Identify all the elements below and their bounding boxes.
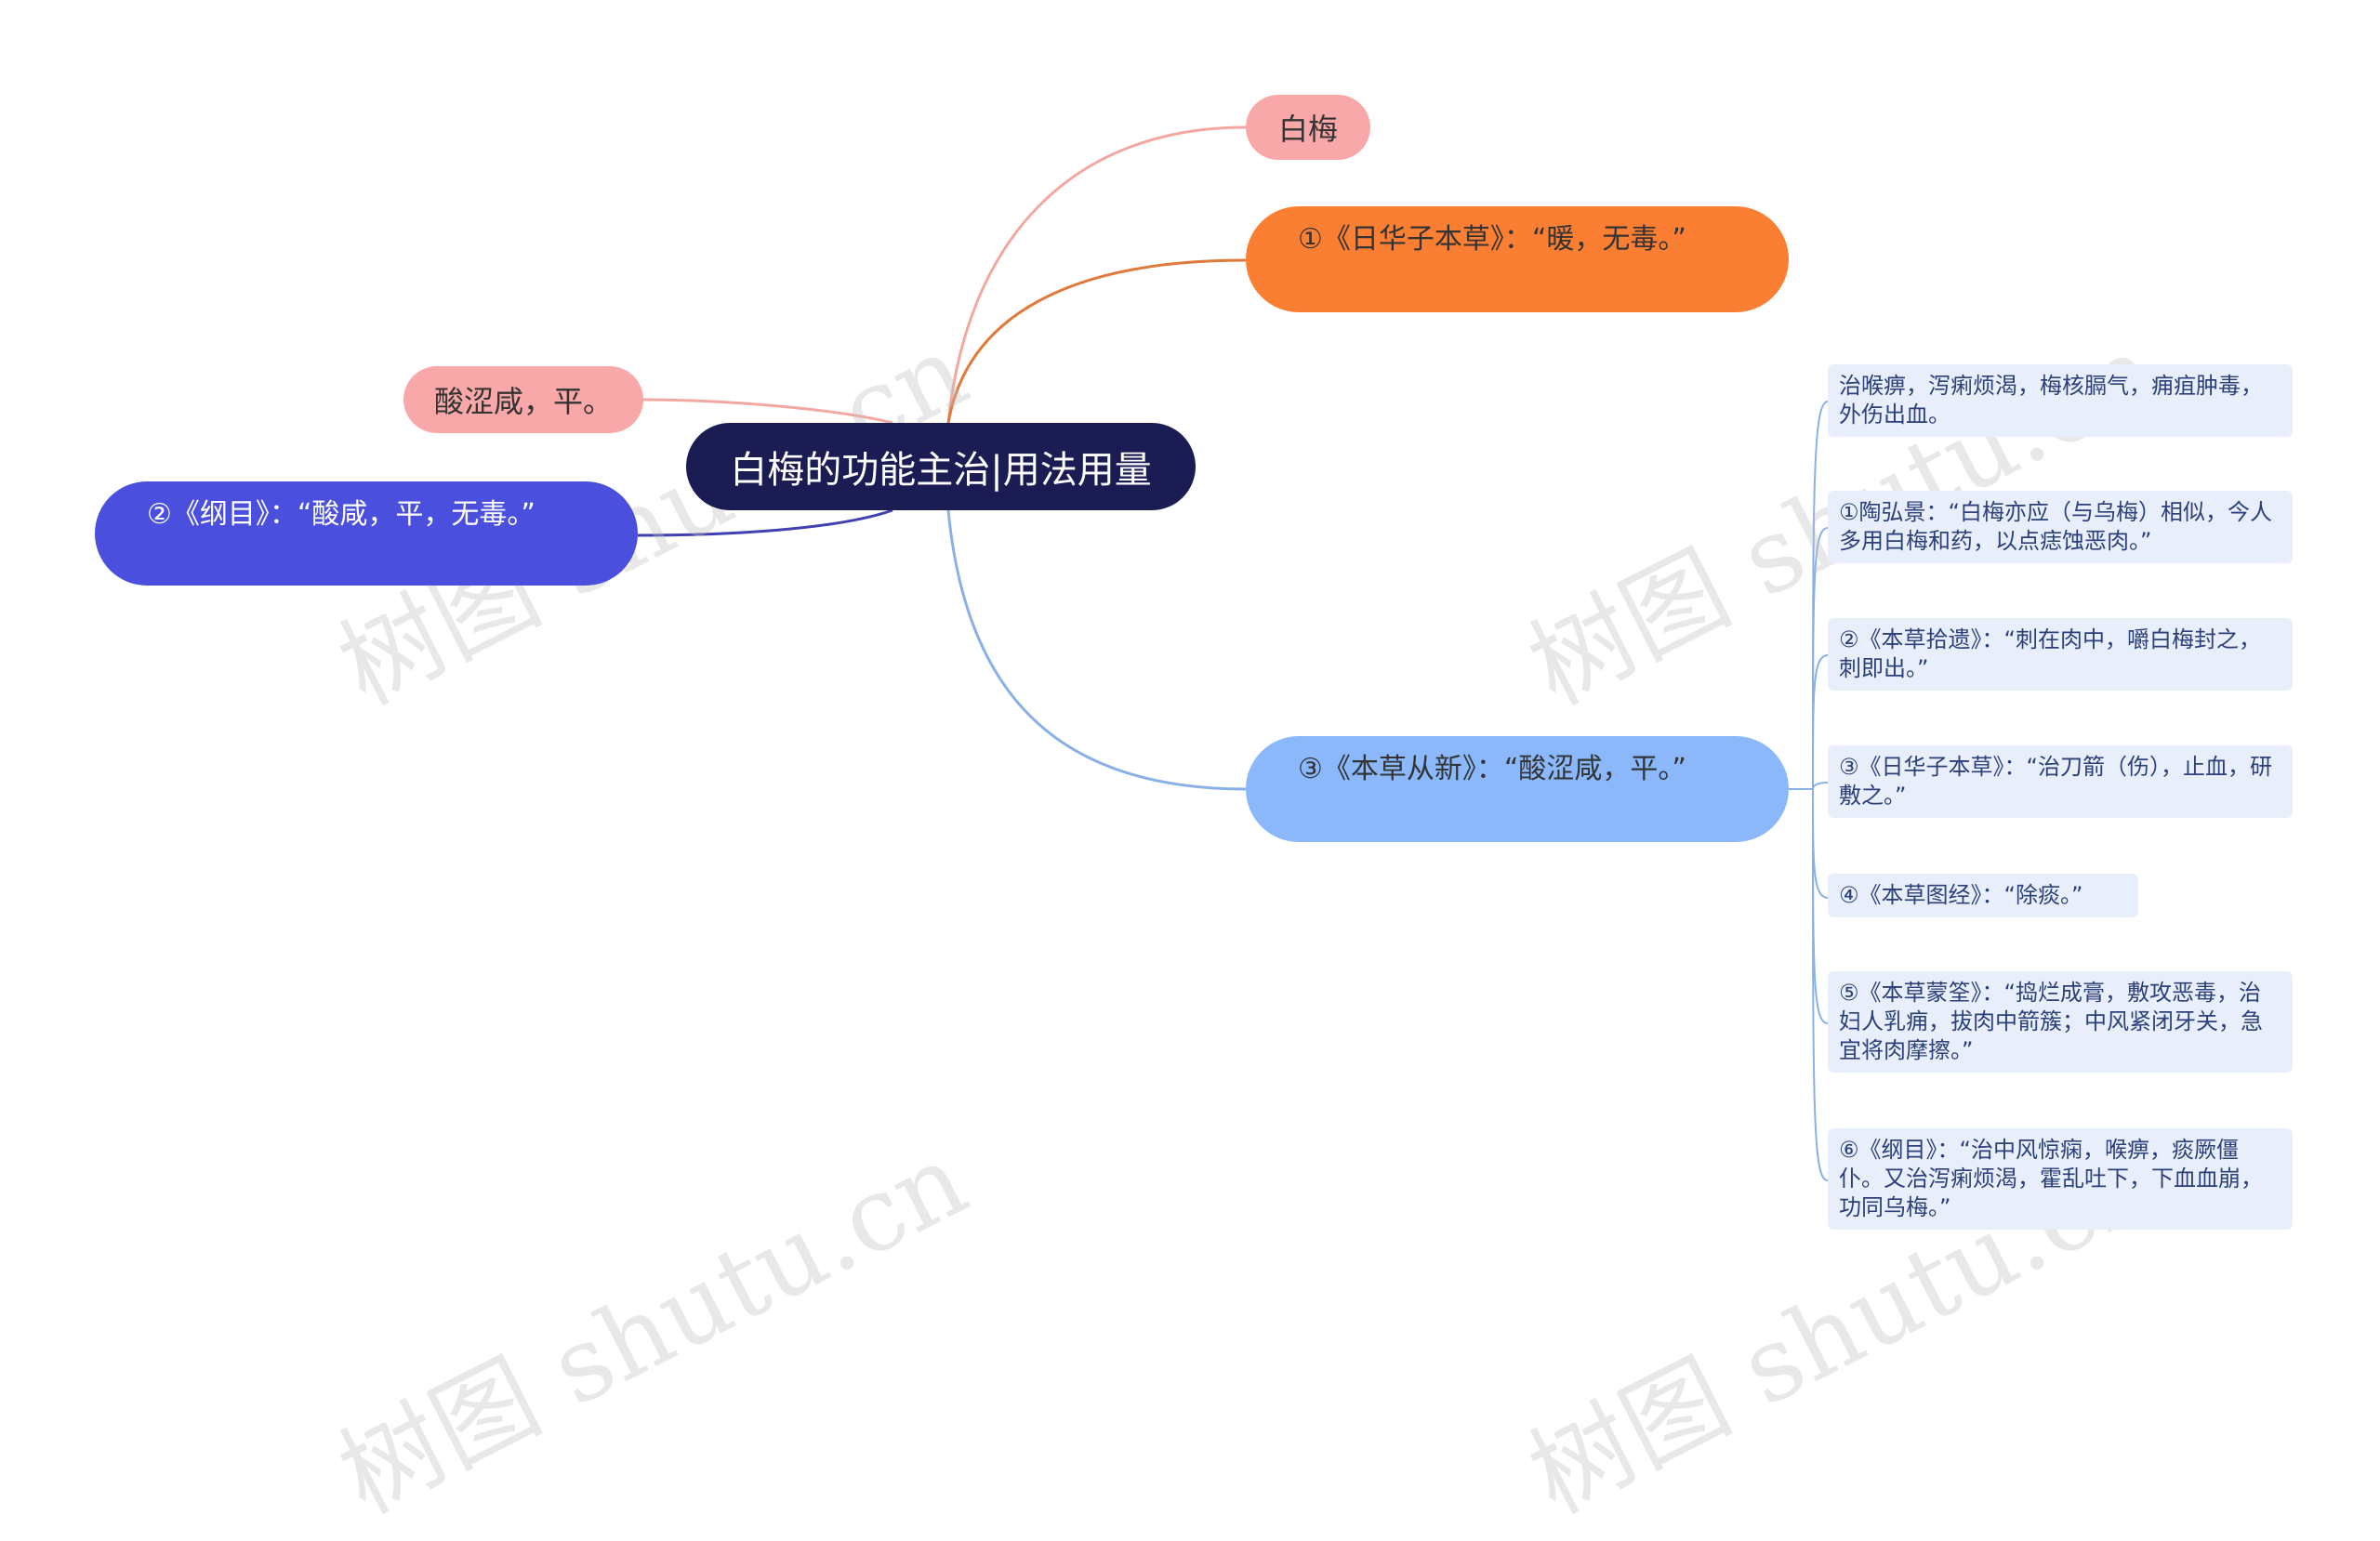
branch-gangmu[interactable]: ②《纲目》：“酸咸，平，无毒。” xyxy=(95,481,638,586)
branch-suanse-xian[interactable]: 酸涩咸，平。 xyxy=(403,366,643,433)
link-leaf-0 xyxy=(1812,401,1829,790)
leaf-item[interactable]: ⑥《纲目》：“治中风惊痫，喉痹，痰厥僵仆。又治泻痢烦渴，霍乱吐下，下血血崩，功同… xyxy=(1828,1128,2293,1230)
link-rihua xyxy=(946,258,1247,424)
branch-baimei[interactable]: 白梅 xyxy=(1246,95,1370,160)
leaf-item[interactable]: ⑤《本草蒙筌》：“捣烂成膏，敷攻恶毒，治妇人乳痈，拔肉中箭簇；中风紧闭牙关，急宜… xyxy=(1828,971,2293,1073)
leaf-item[interactable]: ③《日华子本草》：“治刀箭（伤），止血，研敷之。” xyxy=(1828,745,2293,818)
link-baimei xyxy=(946,125,1247,424)
leaf-item[interactable]: ④《本草图经》：“除痰。” xyxy=(1828,874,2138,917)
leaf-item[interactable]: 治喉痹，泻痢烦渴，梅核膈气，痈疽肿毒，外伤出血。 xyxy=(1828,364,2293,437)
branch-rihua-bencao[interactable]: ①《日华子本草》：“暖，无毒。” xyxy=(1246,206,1789,312)
mindmap-canvas: 树图 shutu.cn 树图 shutu.cn 树图 shutu.cn 树图 s… xyxy=(95,95,2293,1536)
connector-lines xyxy=(637,125,1829,1181)
link-leaf-4 xyxy=(1812,788,1829,899)
link-leaf-2 xyxy=(1812,654,1829,790)
branch-bencao-congxin[interactable]: ③《本草从新》：“酸涩咸，平。” xyxy=(1246,736,1789,842)
link-gangmu xyxy=(637,508,893,537)
leaf-item[interactable]: ②《本草拾遗》：“刺在肉中，嚼白梅封之，刺即出。” xyxy=(1828,618,2293,691)
leaf-item[interactable]: ①陶弘景：“白梅亦应（与乌梅）相似，今人多用白梅和药，以点痣蚀恶肉。” xyxy=(1828,491,2293,563)
root-topic[interactable]: 白梅的功能主治|用法用量 xyxy=(686,423,1196,510)
link-leaf-3 xyxy=(1812,782,1829,790)
link-benchao xyxy=(946,509,1247,791)
link-suanse xyxy=(642,398,893,425)
link-leaf-5 xyxy=(1812,788,1829,1024)
link-leaf-6 xyxy=(1812,788,1829,1181)
